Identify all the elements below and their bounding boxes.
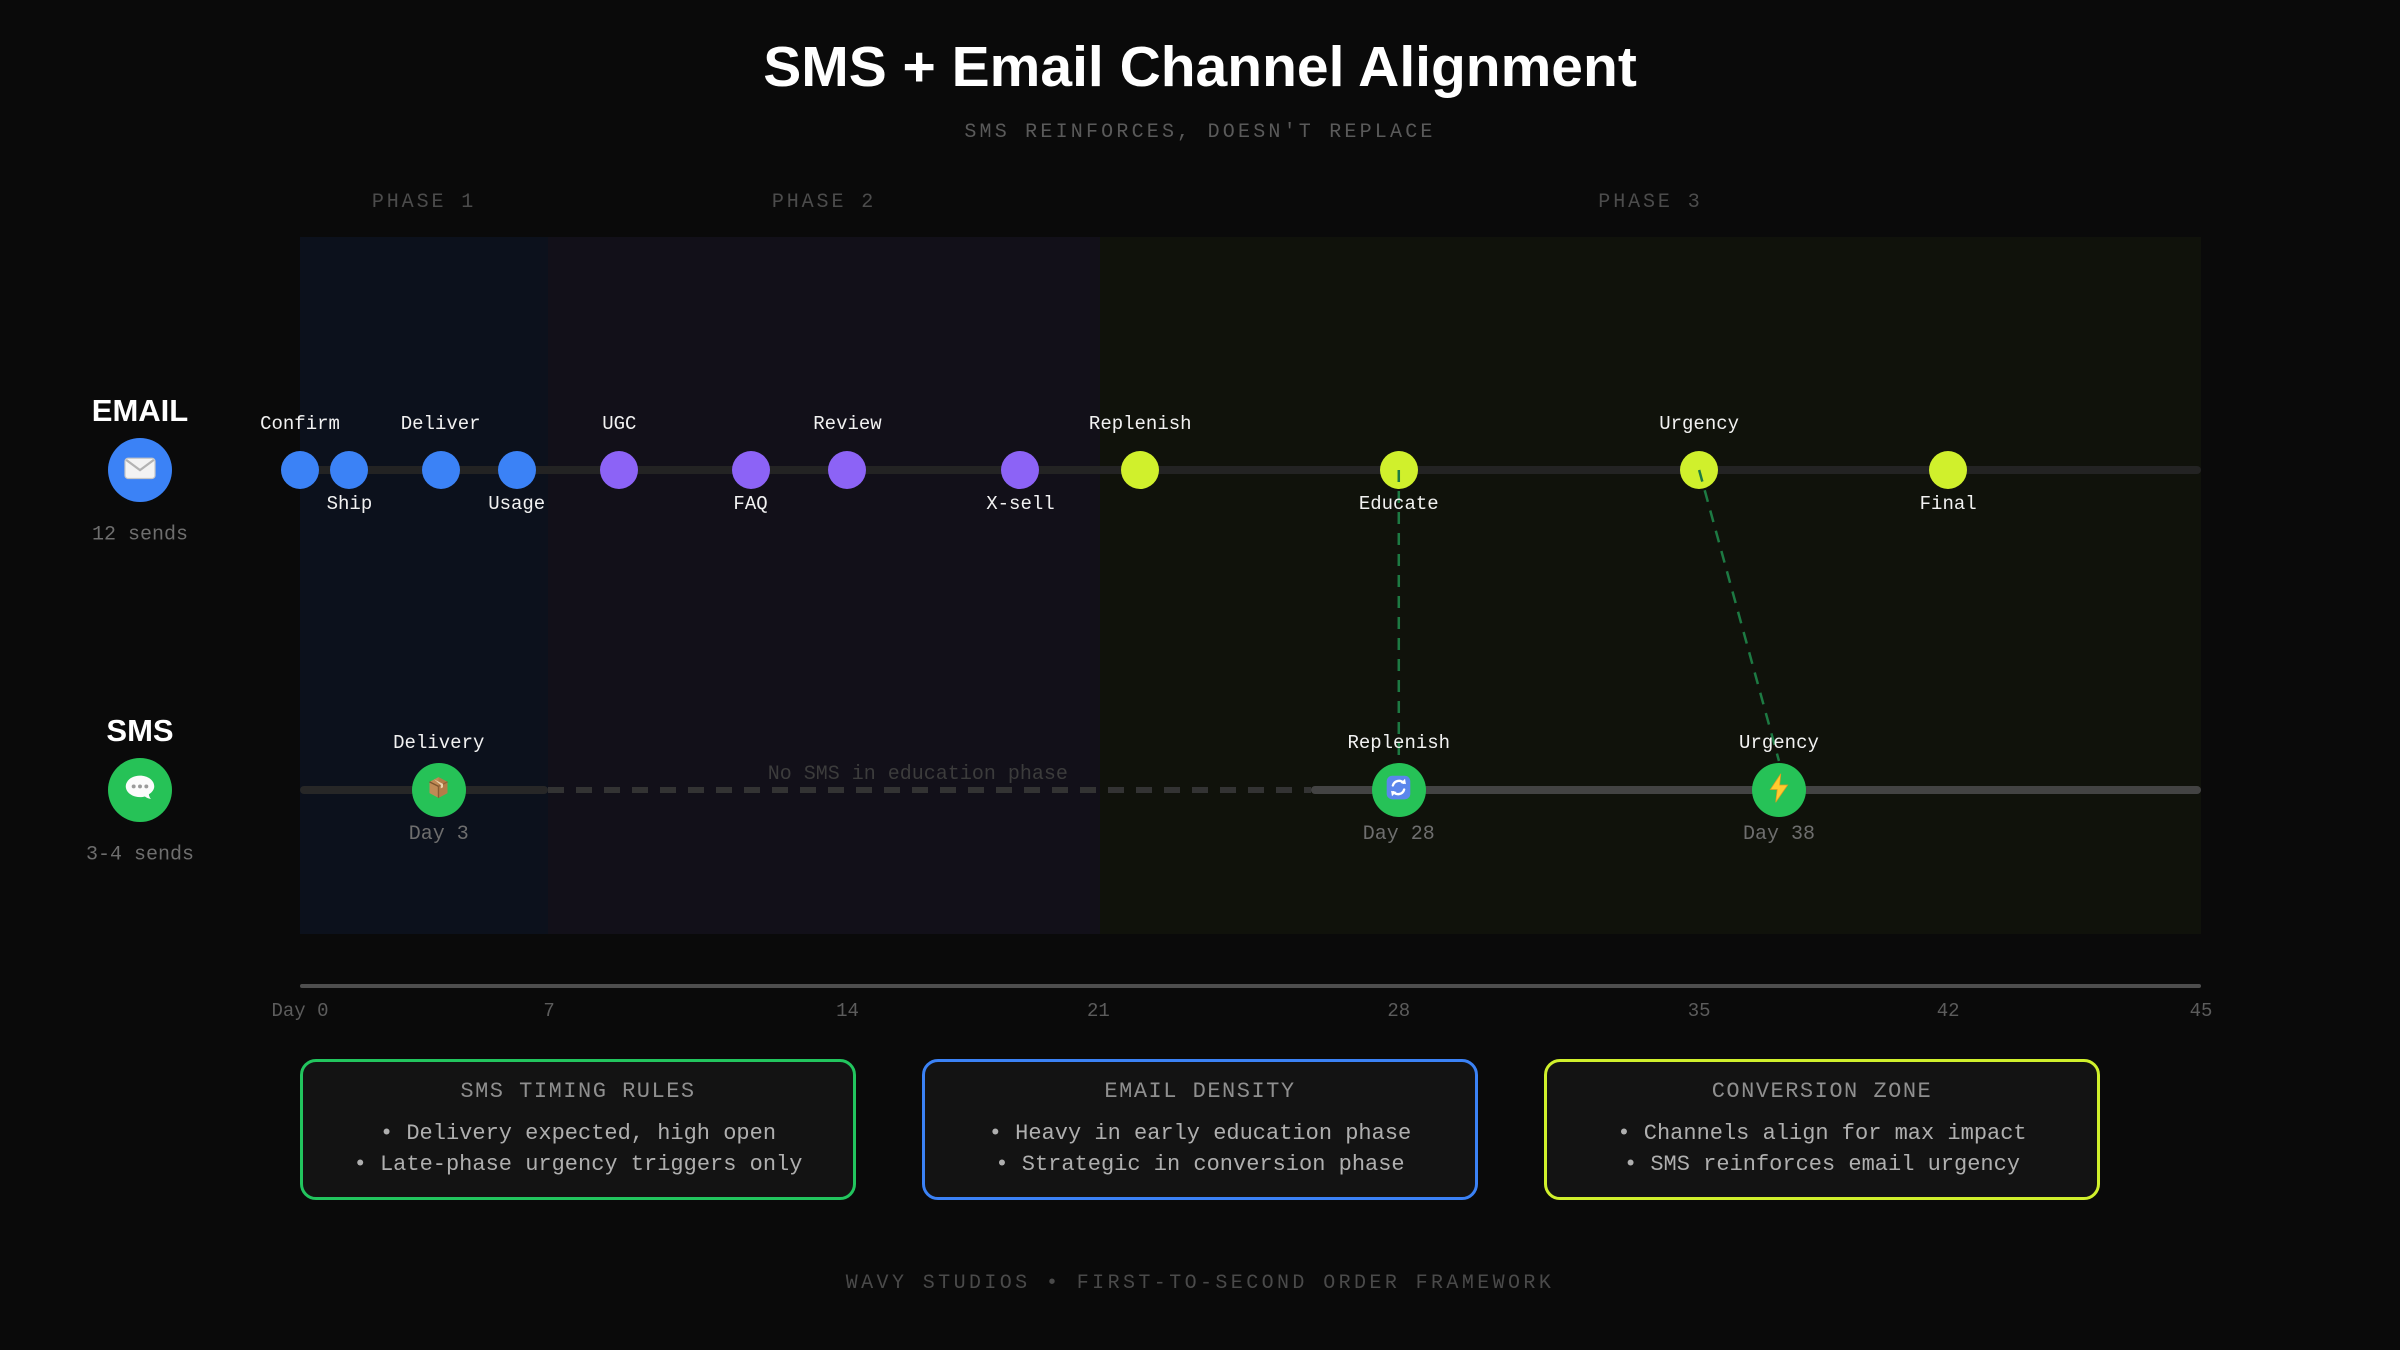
insight-boxes-row: SMS TIMING RULES • Delivery expected, hig… (300, 1059, 2100, 1200)
email-touchpoint-label: Review (813, 413, 882, 435)
insight-box: CONVERSION ZONE • Channels align for max … (1544, 1059, 2100, 1200)
email-touchpoint-dot (497, 451, 536, 489)
sms-touchpoint-day: Day 28 (1362, 823, 1435, 846)
day-tick-label: 35 (1687, 1000, 1711, 1022)
email-touchpoint-label: Deliver (400, 413, 481, 435)
sms-touchpoint-badge (1371, 763, 1426, 817)
phase-label: PHASE 2 (771, 191, 877, 214)
insight-box-title: EMAIL DENSITY (1104, 1079, 1296, 1104)
insight-box-title: SMS TIMING RULES (460, 1079, 696, 1104)
email-sms-connectors (1397, 469, 1781, 762)
sms-touchpoint-badge (1751, 763, 1806, 817)
email-touchpoint-label: Confirm (260, 413, 340, 435)
email-touchpoint-dot (330, 451, 369, 489)
package-icon (425, 774, 452, 806)
day-tick-label: 7 (543, 1000, 555, 1022)
sms-gap-note: No SMS in education phase (767, 763, 1068, 786)
phase-label: PHASE 3 (1598, 191, 1703, 214)
email-touchpoint-dot (1680, 451, 1719, 489)
day-axis-ticks: Day 0 7 14 21 28 35 42 45 (271, 1000, 2212, 1024)
email-touchpoint-label: X-sell (986, 493, 1055, 515)
speech-bubble-icon (121, 769, 159, 812)
insight-box-title: CONVERSION ZONE (1711, 1079, 1933, 1104)
phase-label: PHASE 1 (371, 191, 477, 214)
email-touchpoint-label: Urgency (1659, 413, 1740, 435)
email-touchpoint-label: Replenish (1088, 413, 1192, 435)
day-tick-label: Day 0 (271, 1000, 329, 1022)
sms-sends-count: 3-4 sends (85, 843, 195, 867)
email-touchpoint-dot (281, 451, 319, 489)
phase-band (1099, 237, 2201, 934)
email-channel-label: EMAIL (91, 393, 189, 428)
insight-box-bullet: • Delivery expected, high open (379, 1121, 777, 1146)
email-touchpoint-dot (1929, 451, 1968, 489)
email-touchpoint-label: Educate (1358, 493, 1439, 515)
sms-channel-label: SMS (106, 713, 174, 748)
email-channel-badge (108, 438, 172, 502)
day-tick-label: 45 (2189, 1000, 2213, 1022)
email-touchpoint-label: UGC (602, 413, 637, 435)
day-tick-label: 42 (1936, 1000, 1960, 1022)
email-touchpoint-label: Usage (488, 493, 546, 515)
sms-touchpoint-badge (411, 763, 466, 817)
email-touchpoint-dot (1001, 451, 1040, 489)
sms-touchpoint-label: Replenish (1347, 732, 1451, 754)
insight-box-bullet: • Late-phase urgency triggers only (353, 1152, 803, 1177)
day-axis-line (300, 984, 2201, 988)
insight-box: EMAIL DENSITY • Heavy in early education … (922, 1059, 1478, 1200)
email-touchpoint-label: FAQ (733, 493, 768, 515)
sms-channel-badge (108, 758, 172, 822)
connector-dashed-line (1697, 469, 1781, 762)
sms-touchpoint-day: Day 3 (408, 823, 469, 846)
day-tick-label: 14 (836, 1000, 859, 1022)
email-track-line (300, 466, 2201, 474)
day-tick-label: 21 (1087, 1000, 1110, 1022)
insight-box: SMS TIMING RULES • Delivery expected, hig… (300, 1059, 856, 1200)
refresh-icon (1385, 774, 1412, 806)
email-touchpoint-dot (828, 451, 867, 489)
sms-track-segment (548, 787, 1312, 793)
email-touchpoint-dot (421, 451, 460, 489)
phase-band (548, 237, 1100, 934)
phase-labels-row: PHASE 1 PHASE 2 PHASE 3 (300, 191, 2201, 217)
email-touchpoint-label: Final (1919, 493, 1977, 515)
page-subtitle: SMS REINFORCES, DOESN'T REPLACE (964, 121, 1436, 144)
sms-touchpoint-label: Urgency (1739, 732, 1819, 754)
insight-box-bullet: • SMS reinforces email urgency (1623, 1152, 2021, 1177)
page-title: SMS + Email Channel Alignment (763, 35, 1637, 99)
email-touchpoint-label: Ship (326, 493, 373, 515)
sms-touchpoint-day: Day 38 (1742, 823, 1815, 846)
insight-box-bullet: • Strategic in conversion phase (995, 1152, 1405, 1177)
email-touchpoint-dot (1121, 451, 1160, 489)
envelope-icon (122, 450, 158, 491)
footer-credit: WAVY STUDIOS • FIRST-TO-SECOND ORDER FRA… (845, 1272, 1555, 1295)
sms-touchpoint-label: Delivery (393, 732, 485, 754)
insight-box-bullet: • Channels align for max impact (1617, 1121, 2027, 1146)
email-touchpoint-dot (600, 451, 639, 489)
email-touchpoint-dot (731, 451, 770, 489)
phase-band (300, 237, 549, 934)
lightning-icon (1767, 773, 1791, 808)
insight-box-bullet: • Heavy in early education phase (988, 1121, 1412, 1146)
day-tick-label: 28 (1387, 1000, 1411, 1022)
email-sends-count: 12 sends (91, 523, 189, 547)
